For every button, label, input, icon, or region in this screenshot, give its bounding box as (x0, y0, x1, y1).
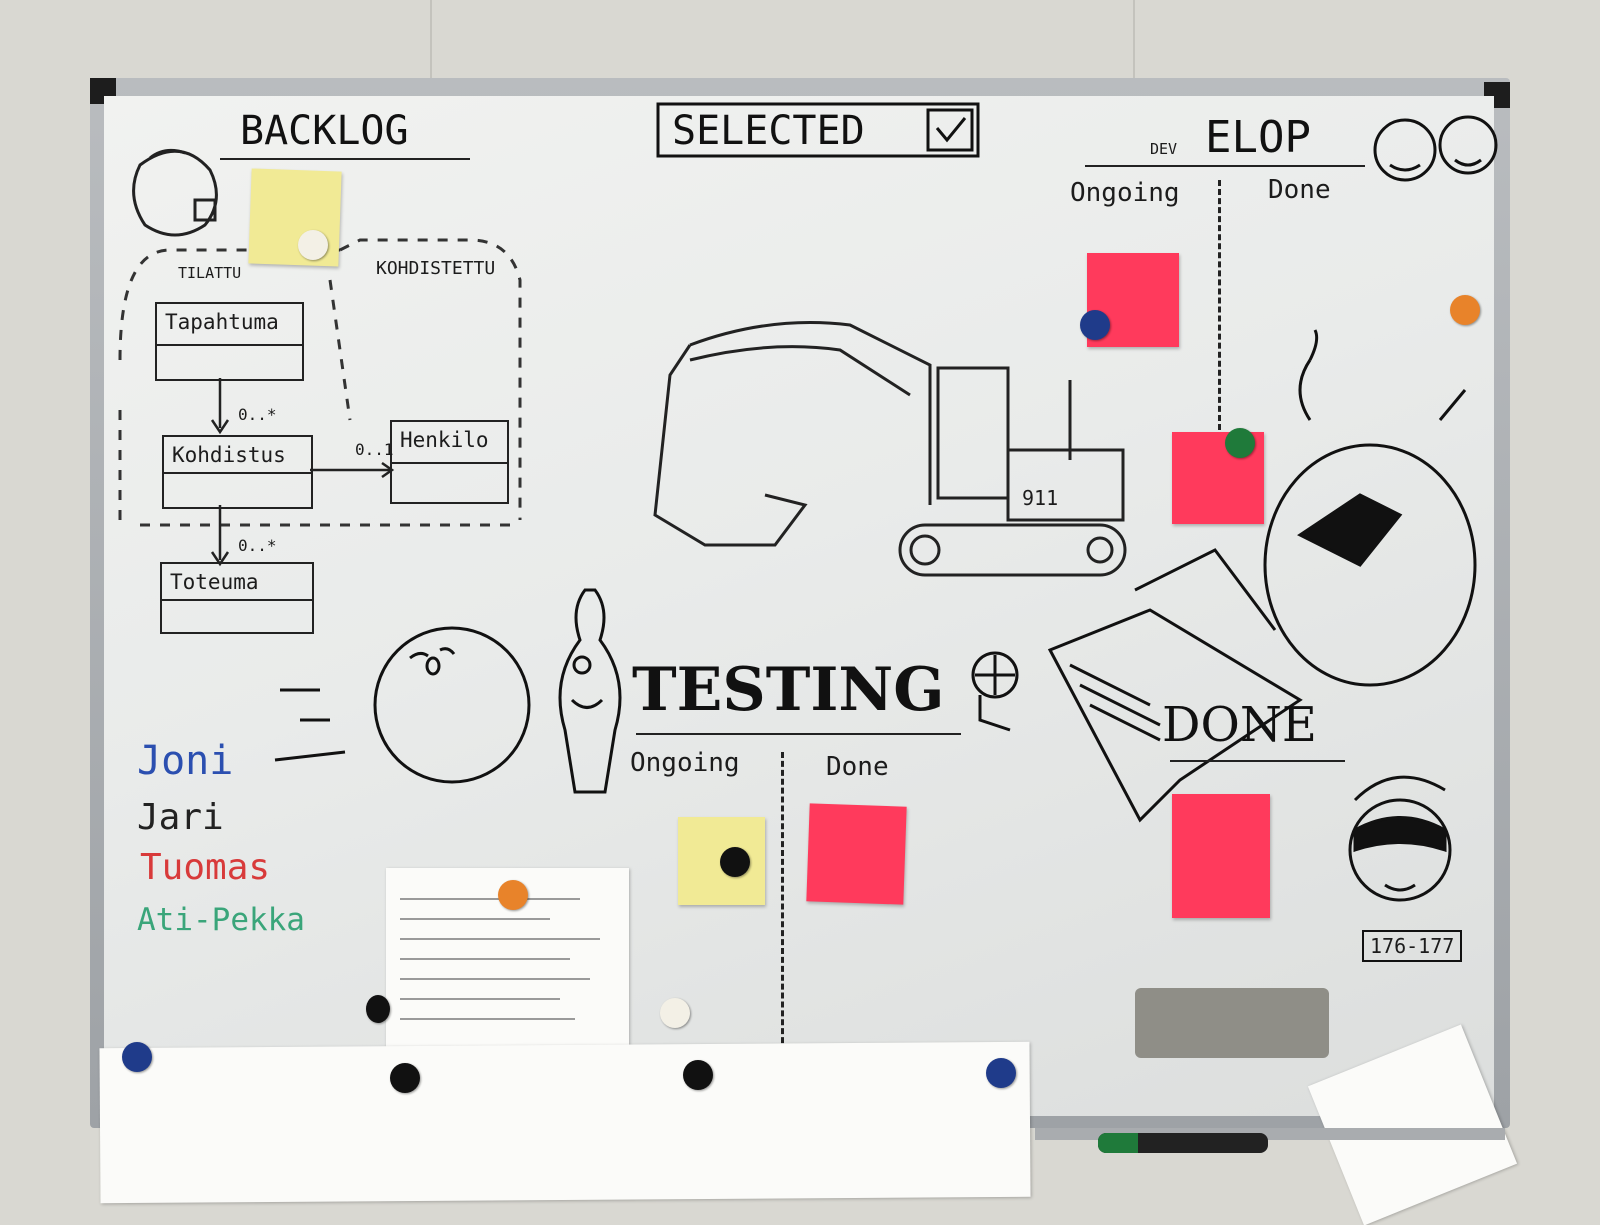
develop-done-label: Done (1268, 175, 1331, 205)
multiplicity-label: 0..1 (355, 440, 394, 459)
column-title-testing: TESTING (632, 655, 945, 725)
divider (392, 462, 507, 464)
team-member-name: Ati-Pekka (137, 902, 305, 938)
magnet[interactable] (683, 1060, 713, 1090)
divider (162, 599, 312, 601)
magnet[interactable] (720, 847, 750, 877)
diagram-region-label: KOHDISTETTU (376, 258, 496, 279)
develop-ongoing-label: Ongoing (1070, 178, 1180, 208)
underline (1170, 760, 1345, 762)
eraser[interactable] (1135, 988, 1329, 1058)
divider (164, 472, 311, 474)
underline (636, 733, 961, 735)
uml-entity-name: Henkilo (400, 428, 489, 452)
testing-divider (781, 752, 784, 1052)
team-member-name: Tuomas (140, 847, 271, 888)
diagram-region-label: TILATTU (178, 264, 242, 282)
drawings-layer (118, 102, 1498, 902)
column-title-selected: SELECTED (672, 108, 865, 154)
develop-divider (1218, 180, 1221, 430)
marker[interactable] (1098, 1133, 1268, 1153)
underline (220, 158, 470, 160)
magnet[interactable] (1450, 295, 1480, 325)
magnet[interactable] (366, 995, 390, 1023)
bowling-ball-icon (274, 626, 531, 784)
magnet[interactable] (986, 1058, 1016, 1088)
magnet[interactable] (298, 230, 328, 260)
magnet[interactable] (122, 1042, 152, 1072)
cartoon-character-drawing (1263, 329, 1477, 687)
uml-entity: Kohdistus (162, 435, 313, 509)
robber-icon (1348, 775, 1452, 902)
wall-seam (430, 0, 432, 90)
checkmark-icon (926, 108, 974, 152)
magnet[interactable] (1080, 310, 1110, 340)
book-icon (1047, 548, 1303, 823)
excavator-icon (653, 321, 1127, 577)
marker-cap (1098, 1133, 1138, 1153)
crash-dummy-icon (971, 651, 1019, 732)
uml-entity: Toteuma (160, 562, 314, 634)
sticky-note-yellow[interactable] (248, 168, 342, 267)
testing-ongoing-label: Ongoing (630, 748, 740, 778)
sticky-note-pink[interactable] (1172, 794, 1270, 918)
divider (157, 344, 302, 346)
bowling-pin-icon (558, 588, 622, 794)
backpack-icon (132, 148, 218, 237)
uml-entity-name: Toteuma (170, 570, 259, 594)
sticky-note-pink[interactable] (806, 803, 907, 905)
testing-done-label: Done (826, 752, 889, 782)
magnet[interactable] (390, 1063, 420, 1093)
column-title-develop: ELOP (1205, 112, 1311, 163)
magnet[interactable] (660, 998, 690, 1028)
wall-seam (1133, 0, 1135, 90)
team-member-name: Jari (137, 797, 224, 838)
selected-box (656, 102, 980, 158)
uml-entity-name: Tapahtuma (165, 310, 279, 334)
underline (1085, 165, 1365, 167)
monkeys-icon (1373, 115, 1498, 182)
column-title-done: DONE (1162, 697, 1317, 753)
excavator-label: 911 (1022, 486, 1059, 510)
develop-prefix: DEV (1150, 140, 1178, 158)
bottom-paper-strip[interactable] (99, 1041, 1031, 1204)
uml-entity: Tapahtuma (155, 302, 304, 381)
magnet[interactable] (1225, 428, 1255, 458)
magnet[interactable] (498, 880, 528, 910)
number-badge: 176-177 (1362, 930, 1463, 962)
uml-entity: Henkilo (390, 420, 509, 504)
uml-entity-name: Kohdistus (172, 443, 286, 467)
multiplicity-label: 0..* (238, 405, 277, 424)
multiplicity-label: 0..* (238, 536, 277, 555)
team-member-name: Joni (137, 738, 234, 784)
column-title-backlog: BACKLOG (240, 108, 409, 154)
